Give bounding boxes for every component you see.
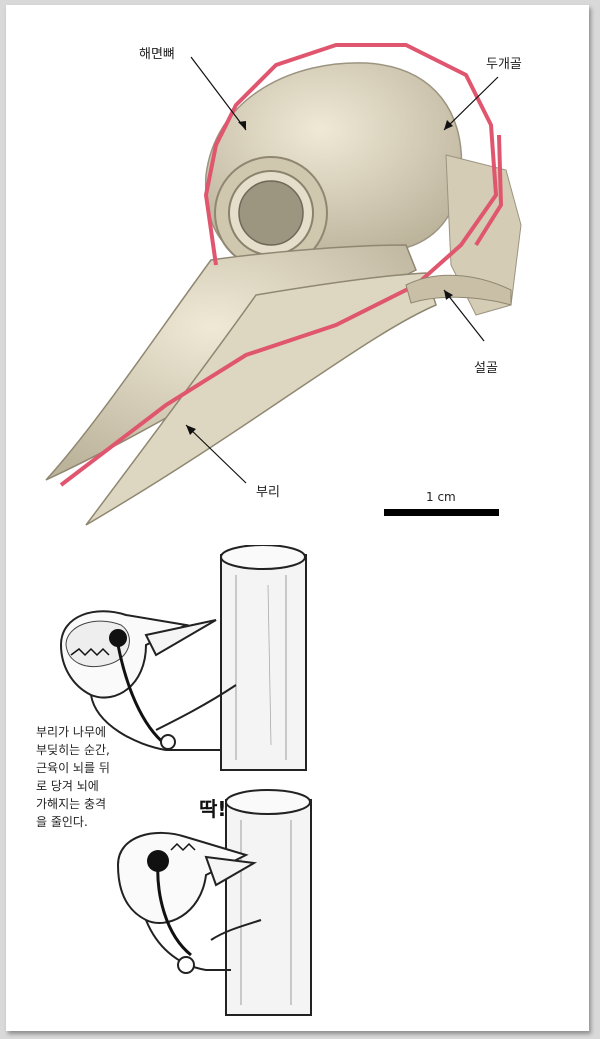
- label-hyoid: 설골: [474, 361, 498, 376]
- label-beak: 부리: [256, 485, 280, 500]
- label-skull: 두개골: [486, 57, 522, 72]
- cartoon-illustration: [59, 545, 312, 1016]
- sound-effect-text: 딱!: [199, 797, 227, 821]
- scale-bar-label: 1 cm: [426, 490, 456, 504]
- cartoon-figure: 부리가 나무에 부딪히는 순간, 근육이 뇌를 뒤 로 당겨 뇌에 가해지는 충…: [6, 545, 589, 1031]
- skull-figure: 해면뼈 두개골 설골 부리 1 cm: [6, 5, 589, 545]
- skull-illustration: [45, 43, 522, 526]
- caption-text: 부리가 나무에 부딪히는 순간, 근육이 뇌를 뒤 로 당겨 뇌에 가해지는 충…: [36, 725, 110, 829]
- label-facial-bone: 해면뼈: [139, 47, 175, 62]
